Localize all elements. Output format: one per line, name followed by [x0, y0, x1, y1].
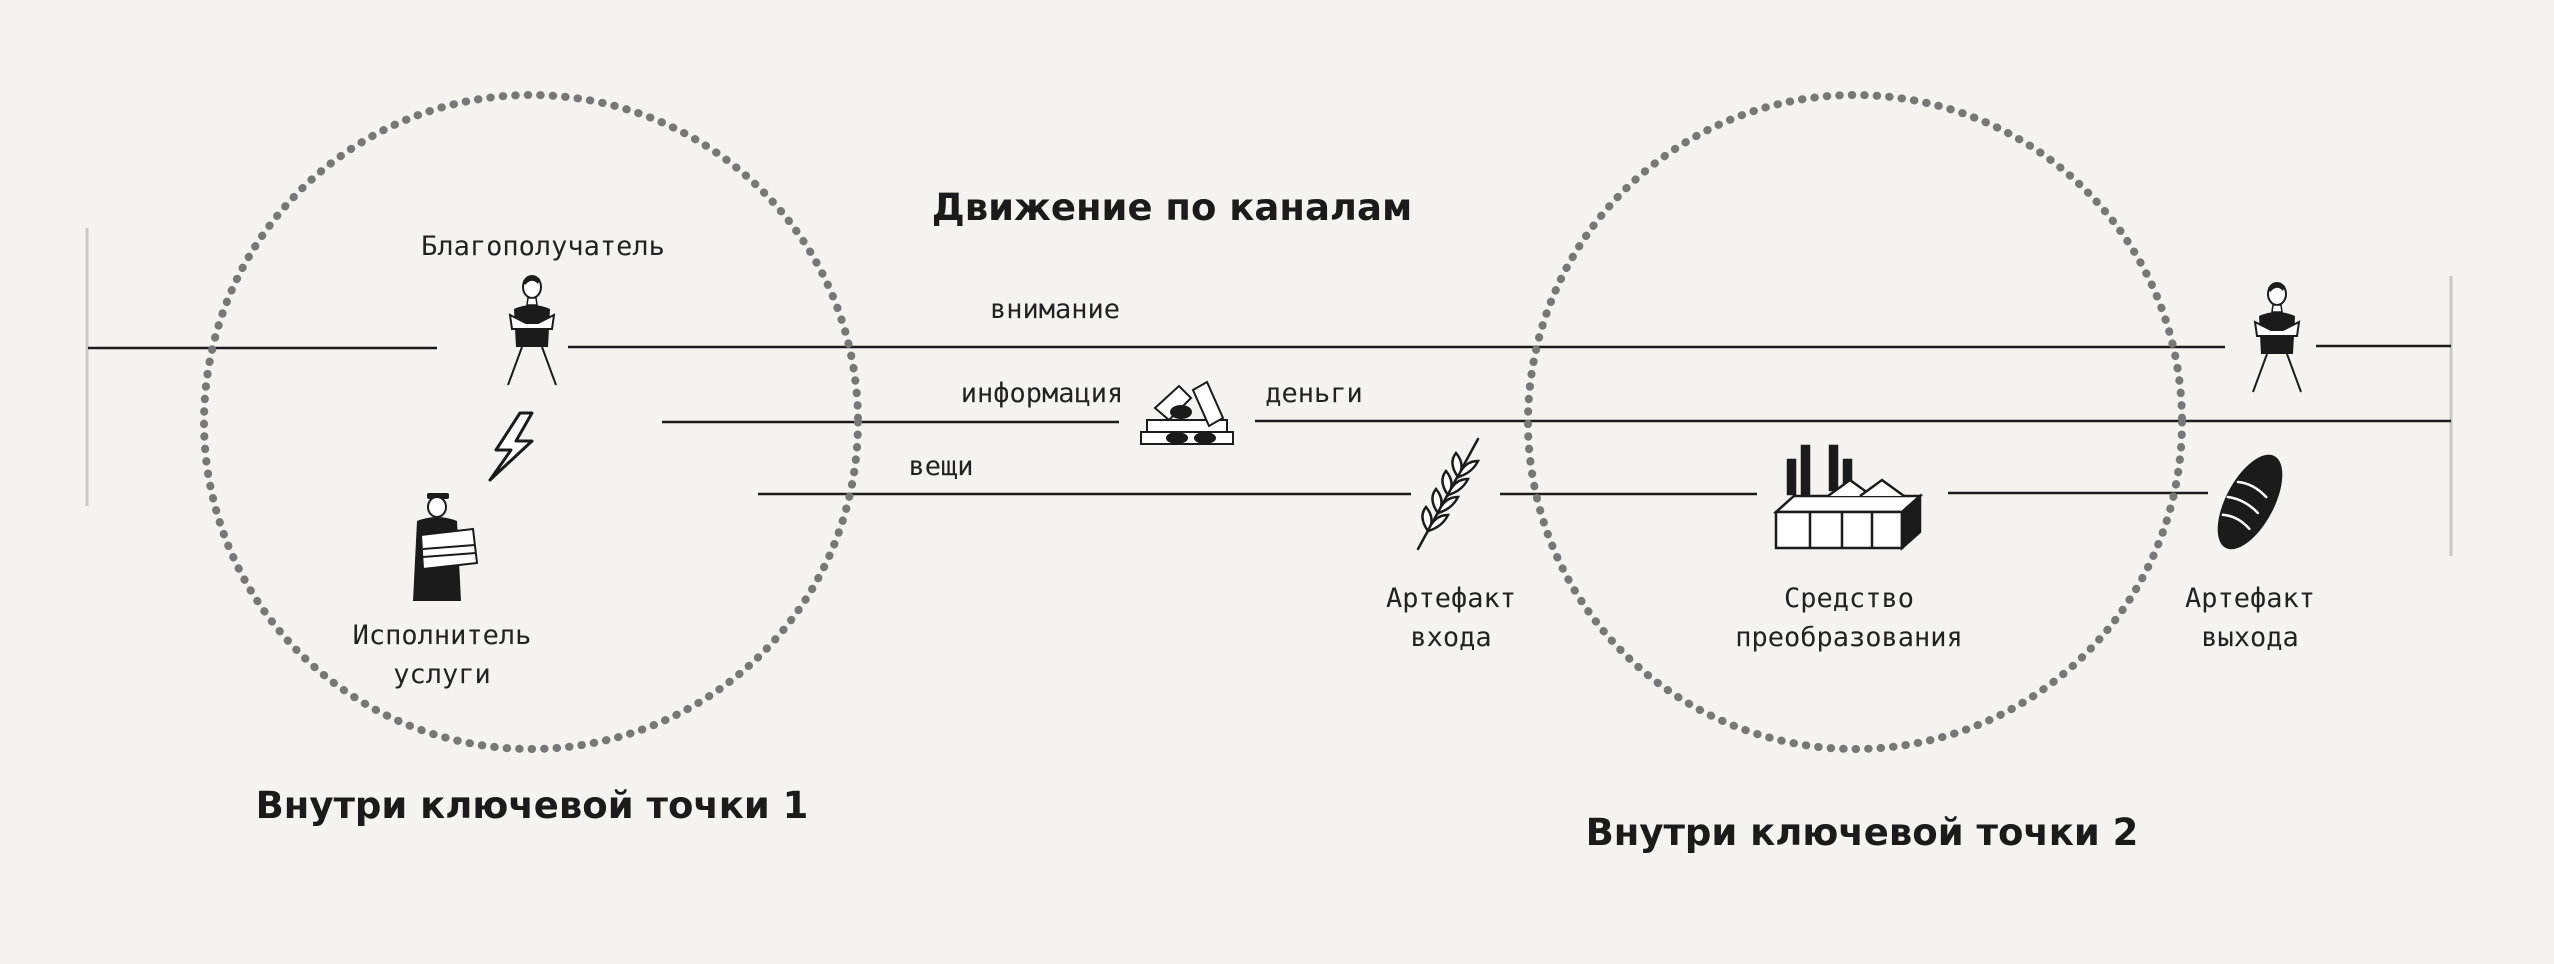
money-stack-icon — [1140, 380, 1234, 445]
woman-reading-icon — [2252, 282, 2302, 393]
money-channel-label: деньги — [1265, 378, 1363, 409]
diagram-title: Движение по каналам — [932, 186, 1412, 229]
output-artifact-label-line1: Артефакт — [2185, 583, 2315, 614]
factory-icon — [1772, 444, 1924, 551]
key-point-2-caption: Внутри ключевой точки 2 — [1586, 811, 2139, 854]
information-channel-label: информация — [961, 378, 1124, 409]
input-artifact-label-line2: входа — [1410, 622, 1491, 653]
performer-label-line1: Исполнитель — [353, 620, 532, 651]
channel-lines — [88, 344, 2451, 496]
key-point-1-circle — [200, 91, 862, 753]
bread-loaf-icon — [2217, 454, 2283, 550]
means-label-line2: преобразования — [1735, 622, 1963, 653]
beneficiary-label: Благополучатель — [421, 231, 665, 262]
output-artifact-label-line2: выхода — [2201, 622, 2299, 653]
performer-label-line2: услуги — [393, 659, 491, 690]
attention-channel-label: внимание — [990, 294, 1120, 325]
key-point-2-circle — [1524, 91, 2186, 753]
wheat-ear-icon — [1416, 437, 1481, 551]
things-channel-label: вещи — [908, 451, 973, 482]
woman-reading-icon — [507, 275, 557, 386]
lightning-icon — [488, 411, 534, 482]
key-point-1-caption: Внутри ключевой точки 1 — [256, 784, 809, 827]
means-label-line1: Средство — [1784, 583, 1914, 614]
input-artifact-label-line1: Артефакт — [1386, 583, 1516, 614]
worker-carrying-box-icon — [413, 493, 479, 601]
